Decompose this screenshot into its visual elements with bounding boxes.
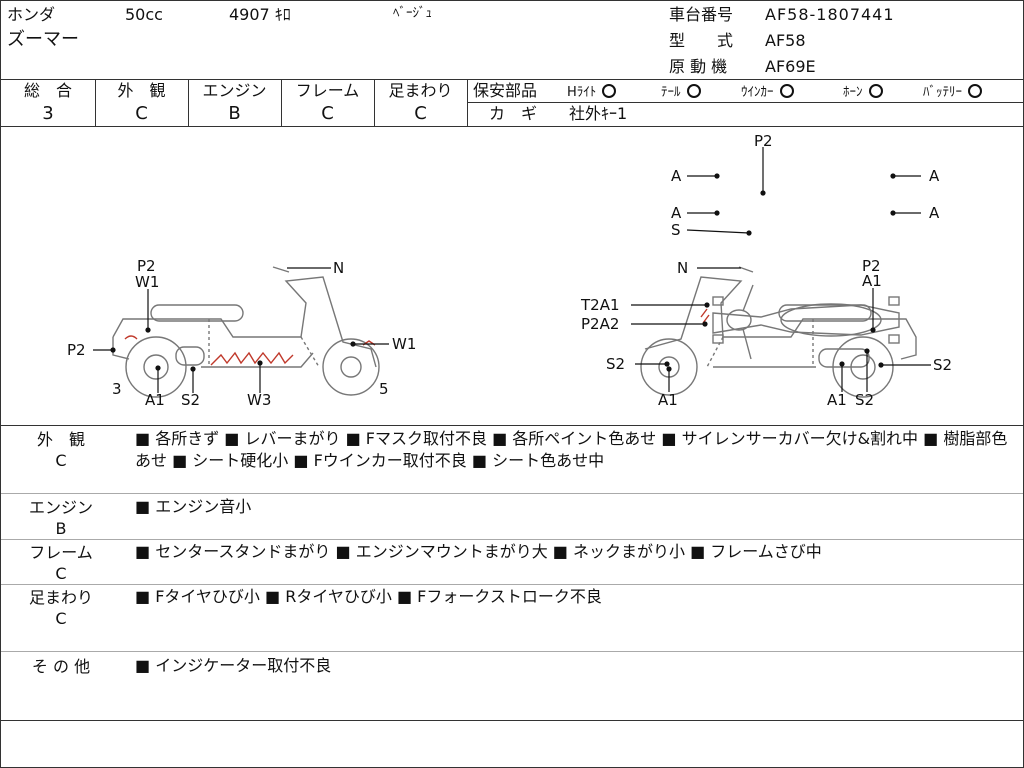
key-label: カ ギ xyxy=(489,104,538,123)
grade-header-engine: エンジン xyxy=(202,81,267,100)
engine-label: 原 動 機 xyxy=(669,57,728,76)
section-suspension-title: 足まわり C xyxy=(28,588,93,628)
divider xyxy=(1,720,1023,721)
divider xyxy=(374,79,375,126)
diagram-label: N xyxy=(677,259,688,277)
safety-item-winker: ｳｲﾝｶｰ xyxy=(741,84,794,99)
diagram-label: P2A2 xyxy=(581,315,619,333)
divider xyxy=(1,79,1023,80)
type-label: 型 式 xyxy=(669,31,734,50)
grade-value-exterior: C xyxy=(135,103,148,124)
type-value: AF58 xyxy=(765,31,806,50)
diagram-label: W3 xyxy=(247,391,271,409)
divider xyxy=(467,102,1023,103)
diagram-label: A1 xyxy=(145,391,165,409)
safety-item-headlight: Hﾗｲﾄ xyxy=(567,84,617,99)
divider xyxy=(1,425,1023,426)
ok-circle-icon xyxy=(868,84,883,98)
damage-mark-scratch xyxy=(210,351,294,366)
divider xyxy=(1,651,1023,652)
section-exterior-title: 外 観 C xyxy=(36,430,85,470)
frame-no: AF58-1807441 xyxy=(765,5,895,24)
divider xyxy=(281,79,282,126)
diagram-label: S xyxy=(671,221,681,239)
diagram-label: T2A1 xyxy=(580,296,620,314)
diagram-label: A xyxy=(929,167,940,185)
section-exterior-text: ■ 各所きず ■ レバーまがり ■ Fマスク取付不良 ■ 各所ペイント色あせ ■… xyxy=(135,429,1008,470)
ok-circle-icon xyxy=(602,84,617,98)
diagram-label: S2 xyxy=(181,391,200,409)
divider xyxy=(1,539,1023,540)
ok-circle-icon xyxy=(686,84,701,98)
grade-value-suspension: C xyxy=(414,103,427,124)
ok-circle-icon xyxy=(779,84,794,98)
ok-circle-icon xyxy=(968,84,982,98)
model-name: ズーマー xyxy=(7,29,79,50)
safety-label: 保安部品 xyxy=(473,81,538,100)
diagram-label: P2 xyxy=(862,257,881,275)
divider xyxy=(1,493,1023,494)
section-frame-title: フレーム C xyxy=(29,543,93,583)
diagram-label: 5 xyxy=(379,380,389,398)
diagram-label: W1 xyxy=(392,335,416,353)
diagram-label: A xyxy=(929,204,940,222)
grade-header-frame: フレーム xyxy=(295,81,360,100)
displacement: 50cc xyxy=(125,5,163,24)
frame-no-label: 車台番号 xyxy=(669,5,734,24)
divider xyxy=(95,79,96,126)
section-engine-text: ■ エンジン音小 xyxy=(135,497,252,516)
diagram-label: N xyxy=(333,259,344,277)
divider xyxy=(188,79,189,126)
right-view-scooter xyxy=(640,266,917,398)
key-value: 社外ｷｰ1 xyxy=(569,104,628,123)
diagram-label: S2 xyxy=(855,391,874,409)
section-frame-text: ■ センタースタンドまがり ■ エンジンマウントまがり大 ■ ネックまがり小 ■… xyxy=(135,542,822,561)
diagram-label: S2 xyxy=(606,355,625,373)
damage-mark-scratch xyxy=(124,335,138,340)
diagram-label: A1 xyxy=(658,391,678,409)
maker: ホンダ xyxy=(7,5,56,24)
damage-mark-scratch xyxy=(700,308,710,324)
diagram-label: P2 xyxy=(754,132,773,150)
diagram-label: S2 xyxy=(933,356,952,374)
grade-header-exterior: 外 観 xyxy=(117,81,166,100)
damage-diagram: P2 A A A A S P2 W1 N W1 P2 3 A1 S2 W3 5 … xyxy=(67,132,952,409)
safety-item-battery: ﾊﾞｯﾃﾘｰ xyxy=(923,84,982,99)
grade-header-total: 総 合 xyxy=(23,81,72,100)
engine-value: AF69E xyxy=(765,57,816,76)
section-suspension-text: ■ Fタイヤひび小 ■ Rタイヤひび小 ■ Fフォークストローク不良 xyxy=(135,587,602,606)
color: ﾍﾞｰｼﾞｭ xyxy=(393,6,432,21)
grade-value-frame: C xyxy=(321,103,334,124)
diagram-label: W1 xyxy=(135,273,159,291)
divider xyxy=(1,584,1023,585)
section-other-text: ■ インジケーター取付不良 xyxy=(135,656,332,675)
diagram-label: P2 xyxy=(137,257,156,275)
diagram-label: A xyxy=(671,204,682,222)
top-view-scooter xyxy=(712,284,900,360)
grade-value-total: 3 xyxy=(42,103,54,124)
safety-item-horn: ﾎｰﾝ xyxy=(843,84,883,99)
divider xyxy=(1,126,1023,127)
diagram-label: A1 xyxy=(827,391,847,409)
safety-item-tail: ﾃｰﾙ xyxy=(661,84,701,99)
section-engine-title: エンジン B xyxy=(28,498,93,538)
grade-header-suspension: 足まわり xyxy=(388,81,453,100)
diagram-label: 3 xyxy=(112,380,122,398)
diagram-label: A1 xyxy=(862,272,882,290)
section-other-title: そ の 他 xyxy=(31,657,91,676)
grade-value-engine: B xyxy=(228,103,241,124)
diagram-label: A xyxy=(671,167,682,185)
diagram-label: P2 xyxy=(67,341,86,359)
mileage: 4907 ｷﾛ xyxy=(229,5,291,24)
